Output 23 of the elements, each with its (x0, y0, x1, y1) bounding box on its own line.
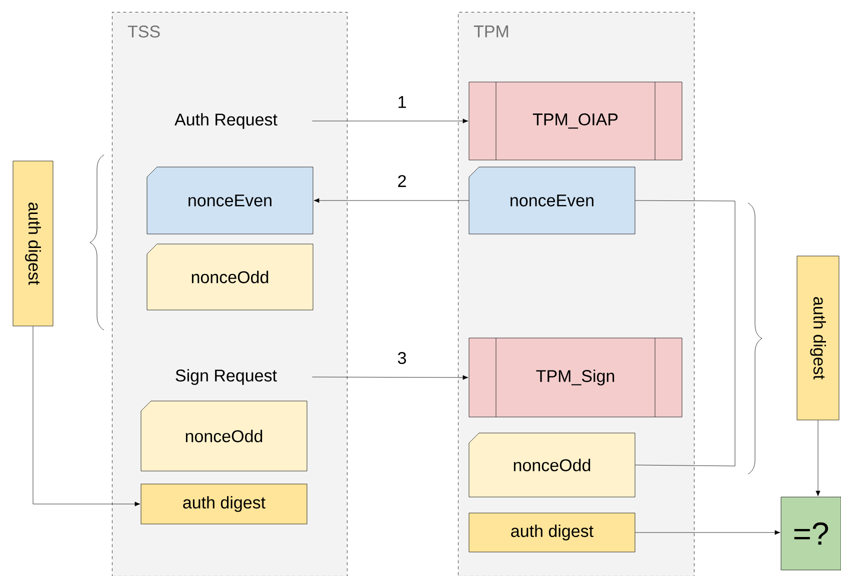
process-box: TPM_Sign (468, 338, 682, 418)
note-card: nonceEven (146, 166, 314, 234)
process-box: TPM_OIAP (468, 82, 682, 160)
digest-box: auth digest (468, 512, 636, 552)
digest-box: auth digest (796, 256, 840, 420)
arrow (312, 118, 468, 124)
note-card: nonceOdd (468, 432, 636, 498)
arrow (314, 198, 469, 203)
arrow (635, 530, 780, 535)
arrow (816, 420, 820, 496)
arrow (312, 375, 468, 380)
note-card: nonceEven (468, 166, 636, 234)
arrow (32, 326, 140, 506)
edge-label: 1 (398, 96, 406, 108)
request-label: Auth Request (174, 113, 278, 129)
note-card: nonceOdd (140, 400, 308, 472)
edge-label: 3 (398, 352, 406, 364)
edge-label: 2 (398, 175, 406, 187)
digest-box: auth digest (12, 160, 54, 326)
digest-box: auth digest (140, 484, 308, 524)
request-label: Sign Request (176, 369, 277, 385)
note-card: nonceOdd (146, 244, 314, 310)
compare-box: =? (780, 496, 841, 570)
